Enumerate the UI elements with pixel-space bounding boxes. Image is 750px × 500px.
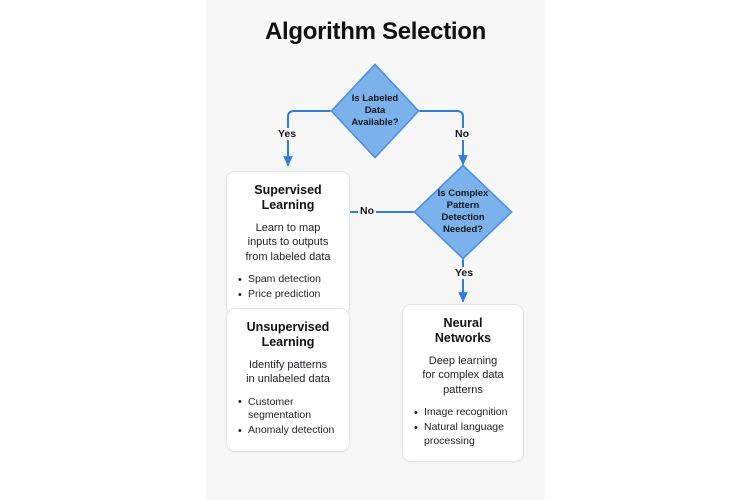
diamond-shape bbox=[413, 164, 513, 260]
card-title: Supervised Learning bbox=[254, 183, 322, 213]
decision-node-is-complex-pattern-detection-needed[interactable]: Is Complex Pattern Detection Needed? bbox=[413, 164, 513, 260]
card-bullet: Anomaly detection bbox=[237, 424, 339, 438]
card-bullet-list: Spam detection Price prediction bbox=[237, 273, 339, 302]
outcome-card-unsupervised-learning[interactable]: Unsupervised Learning Identify patterns … bbox=[226, 308, 350, 452]
edge-label-yes-supervised: Yes bbox=[276, 128, 299, 140]
outcome-card-neural-networks[interactable]: Neural Networks Deep learning for comple… bbox=[402, 304, 524, 463]
diagram-canvas: Algorithm Selection Is Labeled Data Avai… bbox=[206, 0, 545, 500]
card-description: Learn to map inputs to outputs from labe… bbox=[245, 221, 331, 263]
edge-label-yes-neural: Yes bbox=[453, 267, 476, 279]
card-bullet-list: Image recognition Natural language proce… bbox=[413, 406, 513, 448]
edge-label-no-complex: No bbox=[453, 128, 471, 140]
card-bullet-list: Customer segmentation Anomaly detection bbox=[237, 395, 339, 438]
card-description: Identify patterns in unlabeled data bbox=[246, 358, 330, 386]
card-bullet: Spam detection bbox=[237, 273, 339, 287]
edge-label-no-unsupervised: No bbox=[358, 205, 376, 217]
card-bullet: Customer segmentation bbox=[237, 395, 339, 423]
edge-q1-q2 bbox=[419, 110, 468, 166]
diamond-shape bbox=[330, 63, 420, 159]
card-title: Neural Networks bbox=[434, 316, 492, 346]
edge-q1-supervised bbox=[283, 110, 331, 167]
card-title: Unsupervised Learning bbox=[246, 320, 330, 350]
decision-node-is-labeled-data-available[interactable]: Is Labeled Data Available? bbox=[330, 63, 420, 159]
page-title: Algorithm Selection bbox=[265, 18, 486, 45]
card-bullet: Image recognition bbox=[413, 406, 513, 420]
card-bullet: Natural language processing bbox=[413, 421, 513, 448]
card-bullet: Price prediction bbox=[237, 288, 339, 302]
card-description: Deep learning for complex data patterns bbox=[422, 354, 504, 396]
outcome-card-supervised-learning[interactable]: Supervised Learning Learn to map inputs … bbox=[226, 171, 350, 316]
